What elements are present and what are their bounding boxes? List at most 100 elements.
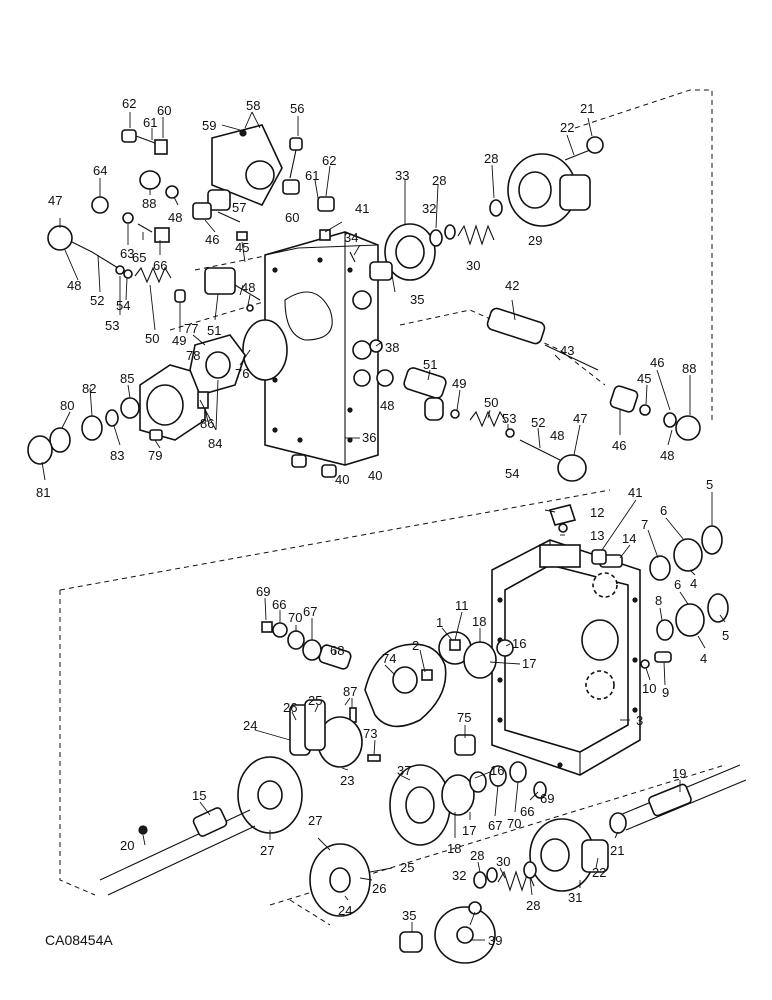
callout-28c: 28 xyxy=(470,848,484,863)
callout-87: 87 xyxy=(343,684,357,699)
callout-19: 19 xyxy=(672,766,686,781)
callout-76: 76 xyxy=(235,366,249,381)
callout-71b: 69 xyxy=(540,791,554,806)
parts-right-spool xyxy=(291,307,701,482)
callout-50b: 48 xyxy=(380,398,394,413)
callout-56b: 54 xyxy=(505,466,519,481)
callout-55a: 53 xyxy=(105,318,119,333)
callout-47: 46 xyxy=(650,355,664,370)
parts-lower-middle xyxy=(237,621,547,846)
callout-40b: 40 xyxy=(368,468,382,483)
callout-35a: 35 xyxy=(410,292,424,307)
parts-upper-right xyxy=(319,136,604,281)
callout-29: 29 xyxy=(528,233,542,248)
valve-cover xyxy=(207,124,283,211)
callout-49a: 47 xyxy=(48,193,62,208)
callout-48a: 48 xyxy=(168,210,182,225)
callout-11: 11 xyxy=(455,598,469,613)
callout-21a: 21 xyxy=(580,101,594,116)
callout-18a: 18 xyxy=(472,614,486,629)
callout-17b: 17 xyxy=(462,823,476,838)
callout-69a: 67 xyxy=(303,604,317,619)
callout-37: 37 xyxy=(397,763,411,778)
callout-4b: 4 xyxy=(700,651,707,666)
callout-12: 12 xyxy=(590,505,604,520)
callout-48b: 48 xyxy=(67,278,81,293)
callout-48d: 48 xyxy=(660,448,674,463)
callout-10: 10 xyxy=(642,681,656,696)
callout-23: 23 xyxy=(340,773,354,788)
callout-42: 42 xyxy=(505,278,519,293)
callout-34: 34 xyxy=(344,230,358,245)
callout-88a: 88 xyxy=(142,196,156,211)
callout-54a: 52 xyxy=(90,293,104,308)
callout-46a: 46 xyxy=(205,232,219,247)
callout-18b: 18 xyxy=(447,841,461,856)
parts-upper xyxy=(47,129,335,381)
callout-32b: 32 xyxy=(452,868,466,883)
callout-39: 39 xyxy=(488,933,502,948)
callout-53b: 51 xyxy=(423,357,437,372)
callout-30b: 30 xyxy=(496,854,510,869)
callout-45b: 45 xyxy=(637,371,651,386)
callout-64: 63 xyxy=(120,246,134,261)
callout-24b: 24 xyxy=(338,903,352,918)
callout-28d: 28 xyxy=(526,898,540,913)
callout-86: 86 xyxy=(200,416,214,431)
callout-48c: 48 xyxy=(550,428,564,443)
callout-63b: 62 xyxy=(322,153,336,168)
callout-41a: 41 xyxy=(355,201,369,216)
callout-38: 38 xyxy=(385,340,399,355)
callout-69b: 67 xyxy=(488,818,502,833)
callout-40a: 40 xyxy=(335,472,349,487)
callout-51a: 49 xyxy=(172,333,186,348)
callout-66: 65 xyxy=(132,250,146,265)
callout-16b: 16 xyxy=(490,763,504,778)
callout-27a: 27 xyxy=(260,843,274,858)
callout-83: 83 xyxy=(110,448,124,463)
callout-52b: 50 xyxy=(484,395,498,410)
callout-61a: 60 xyxy=(157,103,171,118)
callout-58: 57 xyxy=(232,200,246,215)
callout-75: 75 xyxy=(457,710,471,725)
callout-62b: 61 xyxy=(305,168,319,183)
callout-88b: 88 xyxy=(682,361,696,376)
callout-5b: 5 xyxy=(722,628,729,643)
callout-49b: 47 xyxy=(573,411,587,426)
callout-14: 14 xyxy=(622,531,636,546)
callout-9: 9 xyxy=(662,685,669,700)
callout-55b: 53 xyxy=(502,411,516,426)
callout-17a: 17 xyxy=(522,656,536,671)
callout-20: 20 xyxy=(120,838,134,853)
callout-28a: 28 xyxy=(432,173,446,188)
callout-22a: 22 xyxy=(560,120,574,135)
callout-68b: 66 xyxy=(520,804,534,819)
callout-62a: 61 xyxy=(143,115,157,130)
callout-26b: 26 xyxy=(372,881,386,896)
callout-57: 56 xyxy=(290,101,304,116)
callout-79: 79 xyxy=(148,448,162,463)
callout-5a: 5 xyxy=(706,477,713,492)
callout-71a: 69 xyxy=(256,584,270,599)
callout-51b: 49 xyxy=(452,376,466,391)
callout-4a: 4 xyxy=(690,576,697,591)
callout-72a: 70 xyxy=(288,610,302,625)
callout-21b: 21 xyxy=(610,843,624,858)
callout-22b: 22 xyxy=(592,865,606,880)
callout-43: 43 xyxy=(560,343,574,358)
callout-7: 7 xyxy=(641,517,648,532)
callout-45a: 45 xyxy=(235,240,249,255)
callout-6b: 6 xyxy=(674,577,681,592)
callout-77: 77 xyxy=(184,321,198,336)
callout-73: 73 xyxy=(363,726,377,741)
callout-28b: 28 xyxy=(484,151,498,166)
callout-27b: 27 xyxy=(308,813,322,828)
callout-30a: 30 xyxy=(466,258,480,273)
parts-lower-right xyxy=(558,523,729,669)
callout-25a: 25 xyxy=(308,693,322,708)
callout-13: 13 xyxy=(590,528,604,543)
callout-56a: 54 xyxy=(116,298,130,313)
callout-82: 82 xyxy=(82,381,96,396)
